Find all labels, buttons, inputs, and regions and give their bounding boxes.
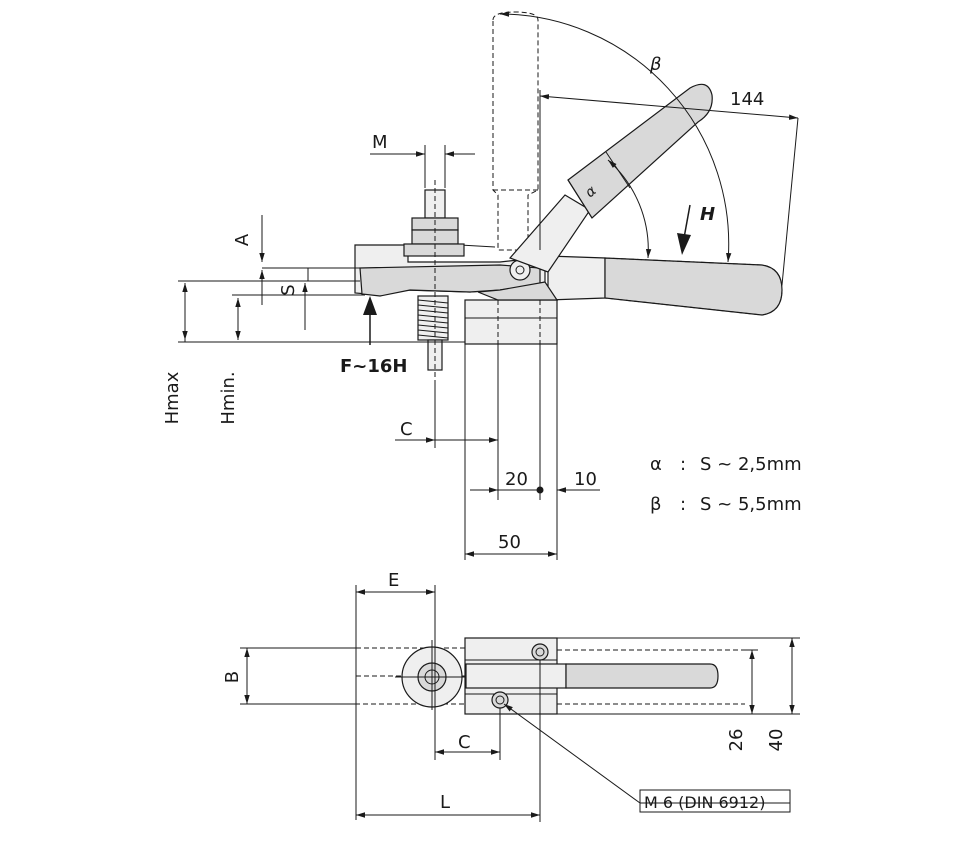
dim-hmax: Hmax (162, 283, 188, 424)
pivot-bracket (477, 259, 559, 301)
label-hmin: Hmin. (218, 371, 239, 424)
legend-alpha-symbol: α (650, 454, 662, 475)
label-26: 26 (726, 729, 747, 752)
screw-callout: M 6 (DIN 6912) (503, 703, 791, 813)
dim-c-top: C (395, 344, 499, 500)
dim-e: E (355, 570, 436, 820)
legend-beta-symbol: β (650, 494, 662, 515)
label-50: 50 (498, 532, 521, 553)
force-arrow-f: F~16H (340, 296, 408, 377)
label-144: 144 (730, 89, 764, 110)
dim-a: A (232, 215, 265, 305)
label-beta-arc: β (649, 54, 662, 75)
label-b: B (222, 671, 243, 683)
arc-beta: β (499, 11, 732, 263)
label-f: F~16H (340, 356, 408, 377)
legend: α : S ~ 2,5mm β : S ~ 5,5mm (650, 454, 802, 515)
dim-l: L (356, 660, 541, 822)
legend-row-alpha: α : S ~ 2,5mm (650, 454, 802, 475)
dim-40: 40 (557, 637, 800, 752)
top-view: E B C L 26 (222, 570, 800, 822)
dim-b: B (222, 647, 356, 705)
phantom-handle-horizontal (547, 255, 783, 316)
label-hmax: Hmax (162, 371, 183, 424)
phantom-handle-vertical (492, 11, 539, 251)
legend-beta-sep: : (680, 494, 686, 515)
label-s: S (278, 284, 299, 295)
spindle-screw (403, 180, 465, 380)
label-c-bottom: C (458, 732, 471, 753)
dim-m: M (370, 132, 475, 188)
legend-alpha-sep: : (680, 454, 686, 475)
label-e: E (388, 570, 399, 591)
dim-hmin: Hmin. (218, 298, 241, 425)
label-l: L (440, 792, 450, 813)
dim-s: S (278, 268, 309, 330)
base-block (464, 299, 558, 345)
label-40: 40 (766, 729, 787, 752)
legend-row-beta: β : S ~ 5,5mm (650, 494, 802, 515)
label-a: A (232, 233, 253, 246)
dim-c-bottom: C (435, 708, 501, 760)
dim-26: 26 (557, 649, 800, 752)
side-view: M A S Hmax Hmin. (162, 11, 802, 560)
label-20: 20 (505, 469, 528, 490)
label-screw: M 6 (DIN 6912) (644, 793, 765, 812)
force-arrow-h: H (677, 204, 715, 255)
legend-alpha-text: S ~ 2,5mm (700, 454, 802, 475)
label-10: 10 (574, 469, 597, 490)
label-h: H (700, 204, 715, 225)
legend-beta-text: S ~ 5,5mm (700, 494, 802, 515)
spindle-top (395, 640, 470, 710)
dim-50: 50 (465, 532, 557, 557)
label-c-top: C (400, 419, 413, 440)
handle-top (465, 649, 745, 705)
clamping-arm (354, 244, 546, 297)
dim-20-10: 20 10 (464, 344, 600, 560)
label-m: M (372, 132, 388, 153)
